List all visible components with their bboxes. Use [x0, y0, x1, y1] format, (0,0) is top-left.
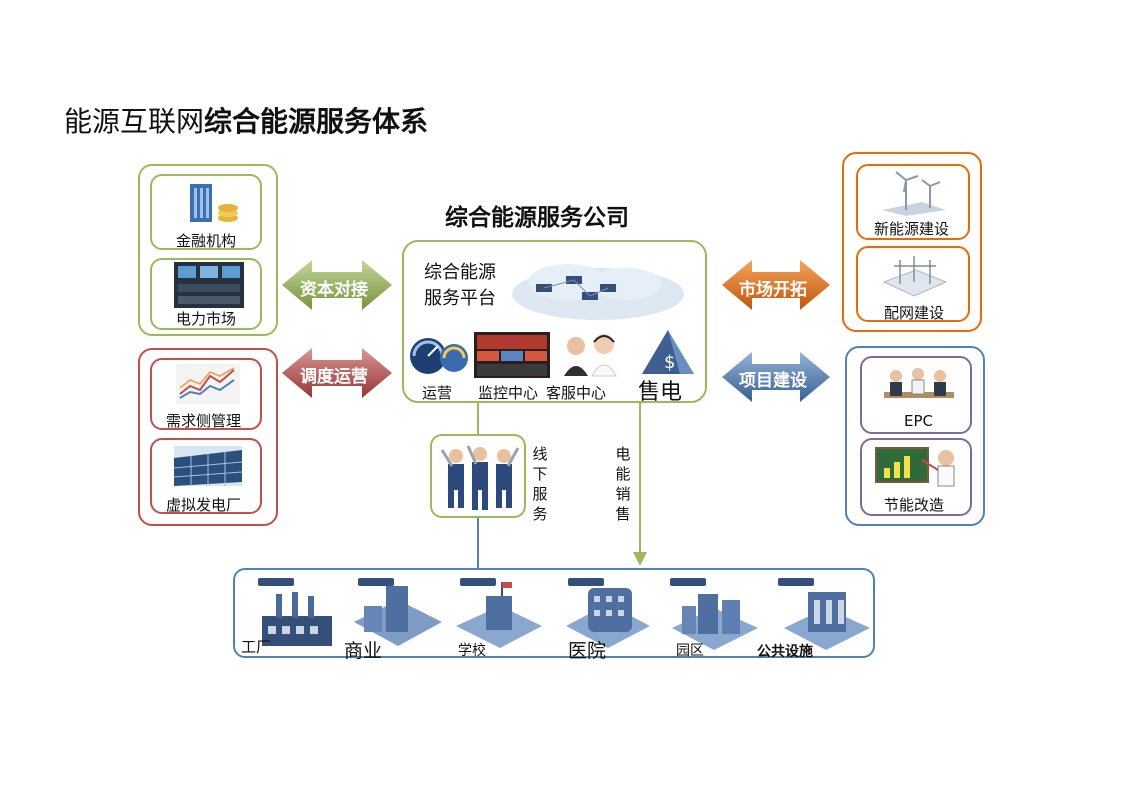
- card-new-energy: 新能源建设: [856, 164, 970, 240]
- park-icon: [672, 594, 758, 650]
- commerce-icon: [354, 586, 442, 646]
- label-sales: 售电: [638, 380, 683, 405]
- electric-sales-label: 电能销售: [615, 445, 631, 523]
- trading-floor-icon: [174, 262, 244, 308]
- factory-icon: [262, 592, 332, 646]
- label-ops: 运营: [422, 384, 453, 402]
- card-virtual-plant: 虚拟发电厂: [150, 438, 262, 514]
- sales-pyramid-icon: $: [642, 330, 694, 374]
- card-power-market: 电力市场: [150, 258, 262, 330]
- arrow-dispatch-label: 调度运营: [300, 367, 368, 387]
- page-title: 能源互联网综合能源服务体系: [64, 100, 428, 140]
- customer-service-icon: [554, 330, 632, 378]
- customers-bar: [233, 568, 875, 658]
- demand-side-label: 需求侧管理: [166, 412, 242, 430]
- offline-service-label: 线下服务: [532, 445, 548, 523]
- arrow-market-label: 市场开拓: [739, 280, 807, 300]
- workers-icon: [440, 445, 520, 510]
- gauge-icon: [408, 334, 470, 378]
- customer-icons: [258, 578, 870, 650]
- customer-school-label: 学校: [458, 643, 486, 659]
- customer-park-label: 园区: [676, 643, 704, 659]
- arrow-capital-label: 资本对接: [300, 280, 368, 300]
- customer-hospital-label: 医院: [568, 640, 607, 662]
- platform-line2: 服务平台: [424, 288, 496, 309]
- virtual-plant-label: 虚拟发电厂: [166, 496, 242, 514]
- bank-building-icon: [190, 184, 238, 222]
- card-demand-side: 需求侧管理: [150, 358, 262, 430]
- public-facility-icon: [784, 592, 870, 650]
- meeting-people-icon: [884, 368, 954, 398]
- card-financial-institution: 金融机构: [150, 174, 262, 250]
- solar-panel-icon: [174, 446, 242, 486]
- customer-commerce-label: 商业: [344, 640, 383, 662]
- card-energy-retrofit: 节能改造: [860, 438, 972, 516]
- substation-icon: [882, 256, 948, 297]
- arrow-project: [722, 352, 830, 402]
- label-monitor: 监控中心: [478, 384, 539, 402]
- company-title: 综合能源服务公司: [445, 205, 629, 231]
- arrow-project-label: 项目建设: [739, 371, 807, 391]
- card-epc: EPC: [860, 356, 972, 434]
- card-grid-construction: 配网建设: [856, 246, 970, 322]
- energy-retrofit-label: 节能改造: [884, 496, 945, 514]
- presentation-board-icon: [875, 447, 955, 487]
- wind-turbine-icon: [882, 171, 946, 216]
- label-service: 客服中心: [546, 384, 607, 402]
- platform-line1: 综合能源: [424, 262, 496, 283]
- cloud-servers-icon: [512, 264, 684, 320]
- customer-factory-label: 工厂: [241, 638, 272, 656]
- arrow-market: [722, 260, 830, 310]
- grid-construction-label: 配网建设: [884, 304, 945, 322]
- epc-label: EPC: [904, 412, 933, 430]
- title-bold: 综合能源服务体系: [204, 105, 429, 138]
- title-light: 能源互联网: [64, 105, 205, 138]
- school-icon: [456, 582, 542, 648]
- hospital-icon: [566, 588, 650, 648]
- offline-service-box: [430, 434, 526, 518]
- financial-institution-label: 金融机构: [176, 232, 237, 250]
- arrow-capital: [282, 260, 392, 310]
- svg-text:$: $: [664, 352, 675, 373]
- electric-sales-arrowhead: [633, 552, 647, 566]
- new-energy-label: 新能源建设: [874, 220, 950, 238]
- demand-chart-icon: [176, 364, 240, 404]
- power-market-label: 电力市场: [176, 310, 237, 328]
- customer-public-label: 公共设施: [757, 644, 813, 660]
- arrow-dispatch: [282, 348, 392, 398]
- monitor-wall-icon: [474, 332, 550, 378]
